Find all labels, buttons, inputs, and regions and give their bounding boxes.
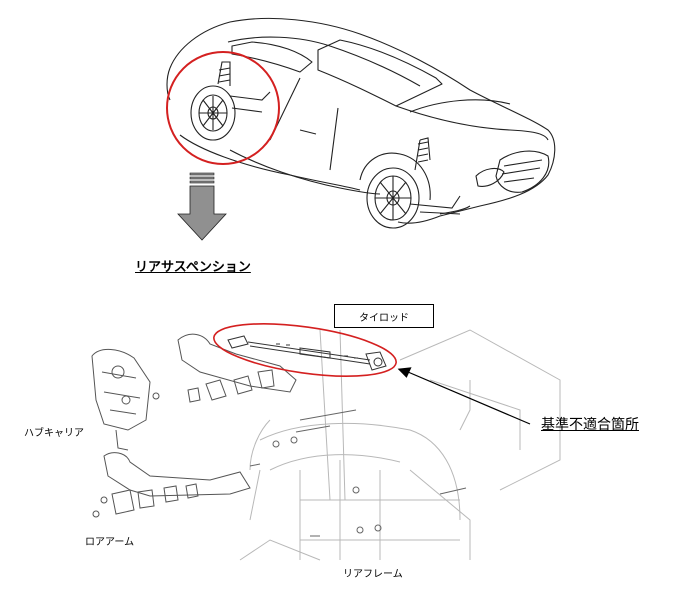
down-arrow-icon xyxy=(177,172,227,241)
fasteners-drawing xyxy=(249,409,467,537)
car-illustration xyxy=(166,17,556,224)
page-title: リアサスペンション xyxy=(135,260,251,275)
rear-frame-label: リアフレーム xyxy=(343,569,403,580)
rear-wheel xyxy=(190,61,271,141)
hub-carrier-drawing xyxy=(91,349,160,451)
tie-rod-label: タイロッド xyxy=(334,304,434,328)
hub-carrier-label: ハブキャリア xyxy=(24,428,84,439)
tie-rod-highlight-ellipse xyxy=(213,323,397,377)
upper-arm-drawing xyxy=(177,333,297,403)
rear-suspension-highlight-circle xyxy=(166,51,280,165)
defect-location-label: 基準不適合箇所 xyxy=(541,417,639,433)
front-wheel xyxy=(359,137,461,229)
lower-arm-drawing xyxy=(92,452,251,518)
defect-pointer-arrow xyxy=(397,367,531,425)
tie-rod-drawing xyxy=(227,335,387,371)
lower-arm-label: ロアアーム xyxy=(85,537,135,548)
rear-frame-drawing xyxy=(239,329,561,561)
